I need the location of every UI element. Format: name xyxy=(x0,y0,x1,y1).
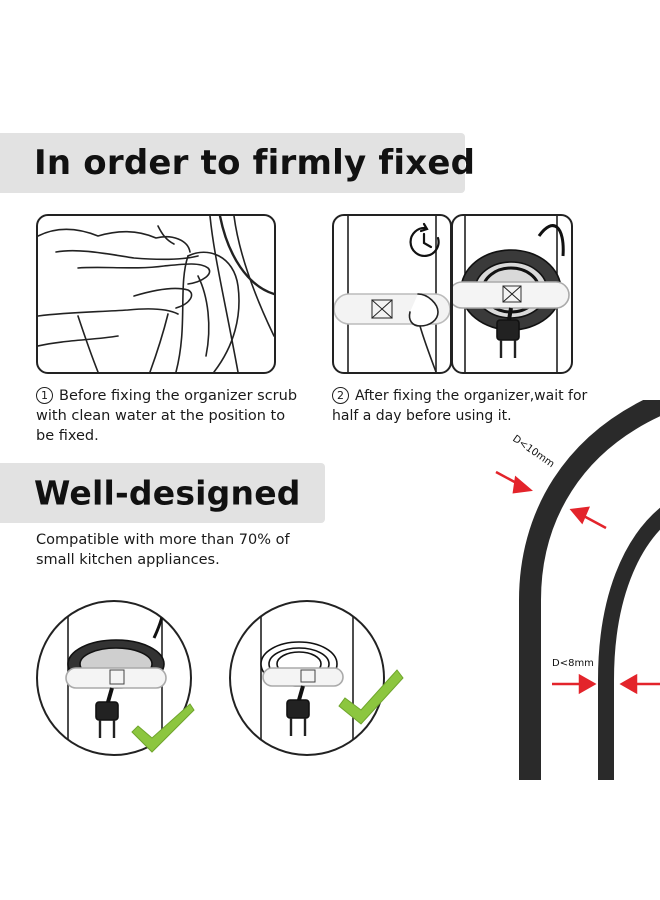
section-banner-fixing: In order to firmly fixed xyxy=(0,133,475,193)
organizer-attached-drawing xyxy=(453,216,570,372)
section-title-fixing: In order to firmly fixed xyxy=(34,143,476,183)
large-cable-diameter-label: D<10mm xyxy=(510,433,556,470)
compatibility-description: Compatible with more than 70% of small k… xyxy=(36,532,290,568)
large-cable xyxy=(519,400,660,780)
illustration-apply-strip xyxy=(332,214,452,374)
compatible-appliance-small-circle xyxy=(229,600,404,756)
illustration-wipe-surface xyxy=(36,214,276,374)
clock-icon xyxy=(409,222,440,257)
compatible-appliance-large-circle xyxy=(36,600,195,756)
step-1-number: 1 xyxy=(36,387,53,404)
step-1-description: Before fixing the organizer scrub with c… xyxy=(36,388,298,444)
section-title-design: Well-designed xyxy=(34,473,301,513)
apply-strip-drawing xyxy=(334,216,450,372)
step-2-number: 2 xyxy=(332,387,349,404)
check-mark-icon xyxy=(131,703,195,753)
small-cable-diameter-label: D<8mm xyxy=(552,658,594,669)
step-2-description: After fixing the organizer,wait for half… xyxy=(332,388,588,424)
check-mark-icon xyxy=(338,669,404,725)
small-cable-arrows xyxy=(552,673,660,695)
large-cable-arrows xyxy=(495,470,607,530)
hand-wiping-drawing xyxy=(38,216,274,372)
illustration-organizer-attached xyxy=(451,214,573,374)
section-banner-design: Well-designed xyxy=(0,463,325,523)
cable-diameter-diagram: D<10mm D<8mm xyxy=(495,400,660,780)
small-cable xyxy=(598,507,660,780)
